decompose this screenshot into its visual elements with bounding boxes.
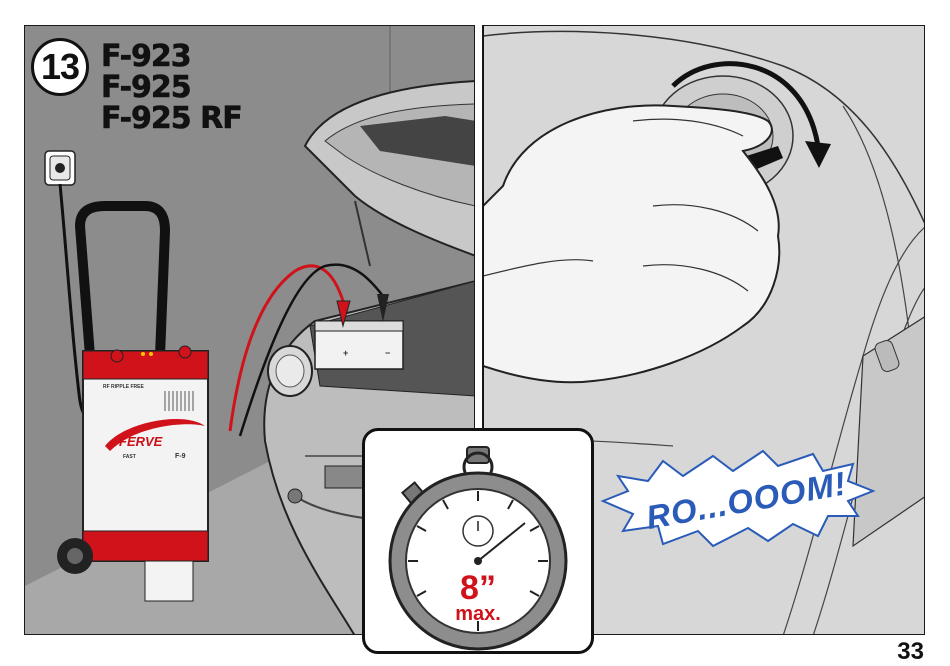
svg-text:−: −	[385, 348, 390, 358]
step-number-badge: 13	[31, 38, 89, 96]
model-name: F-925 RF	[101, 101, 243, 136]
model-list: F-923 F-925 F-925 RF	[101, 39, 243, 136]
wall-socket-icon	[44, 150, 76, 186]
svg-text:+: +	[343, 348, 348, 358]
model-name: F-925	[101, 70, 192, 105]
left-illustration-panel: + −	[24, 25, 475, 635]
charger-model-mark-text: F-9	[175, 453, 186, 460]
stopwatch-max-label: max.	[455, 603, 501, 625]
stopwatch-callout: 8” max.	[362, 428, 594, 654]
model-name: F-923	[101, 39, 192, 74]
charger-subbrand-text: FAST	[123, 454, 136, 460]
charger-brand-text: FERVE	[119, 434, 163, 449]
stopwatch-time-label: 8”	[460, 569, 496, 607]
right-illustration-panel: RO...OOOM!	[482, 25, 925, 635]
battery-charger-illustration: RF RIPPLE FREE FERVE FAST F-9	[57, 201, 209, 602]
ignition-scene-illustration: RO...OOOM!	[483, 26, 924, 634]
charger-label-text: RF RIPPLE FREE	[103, 384, 145, 390]
page-number: 33	[897, 638, 924, 665]
engine-sound-burst: RO...OOOM!	[600, 449, 876, 548]
stopwatch-icon	[388, 446, 568, 651]
